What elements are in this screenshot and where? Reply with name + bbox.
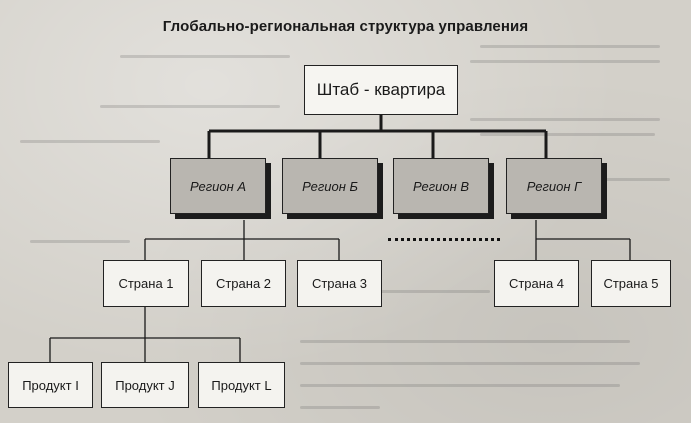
region-a-box: Регион А <box>170 158 266 214</box>
bleed-through-line <box>380 290 490 293</box>
product-label: Продукт I <box>22 377 79 393</box>
bleed-through-line <box>480 133 655 136</box>
country-2-box: Страна 2 <box>201 260 286 307</box>
bleed-through-line <box>300 384 620 387</box>
country-label: Страна 2 <box>215 276 272 291</box>
region-b-box: Регион Б <box>282 158 378 214</box>
diagram-title: Глобально-региональная структура управле… <box>0 18 691 35</box>
bleed-through-line <box>300 406 380 409</box>
diagram-title-text: Глобально-региональная структура управле… <box>162 18 529 35</box>
product-l-box: Продукт L <box>198 362 285 408</box>
region-label: Регион Г <box>526 178 582 194</box>
country-label: Страна 5 <box>603 276 659 291</box>
more-regions-ellipsis <box>388 238 500 241</box>
country-label: Страна 1 <box>118 276 174 291</box>
hq-label: Штаб - квартира <box>316 80 446 99</box>
product-i-box: Продукт I <box>8 362 93 408</box>
product-label: Продукт J <box>115 377 175 393</box>
region-v-box: Регион В <box>393 158 489 214</box>
country-4-box: Страна 4 <box>494 260 579 307</box>
region-label: Регион А <box>189 178 247 194</box>
bleed-through-line <box>470 60 660 63</box>
region-label: Регион В <box>412 178 470 194</box>
hq-box: Штаб - квартира <box>304 65 458 115</box>
product-j-box: Продукт J <box>101 362 189 408</box>
country-1-box: Страна 1 <box>103 260 189 307</box>
bleed-through-line <box>600 178 670 181</box>
product-label: Продукт L <box>211 377 272 393</box>
country-5-box: Страна 5 <box>591 260 671 307</box>
bleed-through-line <box>120 55 290 58</box>
country-3-box: Страна 3 <box>297 260 382 307</box>
bleed-through-line <box>20 140 160 143</box>
bleed-through-line <box>300 340 630 343</box>
region-label: Регион Б <box>302 178 358 194</box>
bleed-through-line <box>100 105 280 108</box>
bleed-through-line <box>470 118 660 121</box>
bleed-through-line <box>480 45 660 48</box>
bleed-through-line <box>30 240 130 243</box>
country-label: Страна 3 <box>311 276 368 291</box>
bleed-through-line <box>300 362 640 365</box>
region-g-box: Регион Г <box>506 158 602 214</box>
country-label: Страна 4 <box>508 276 565 291</box>
